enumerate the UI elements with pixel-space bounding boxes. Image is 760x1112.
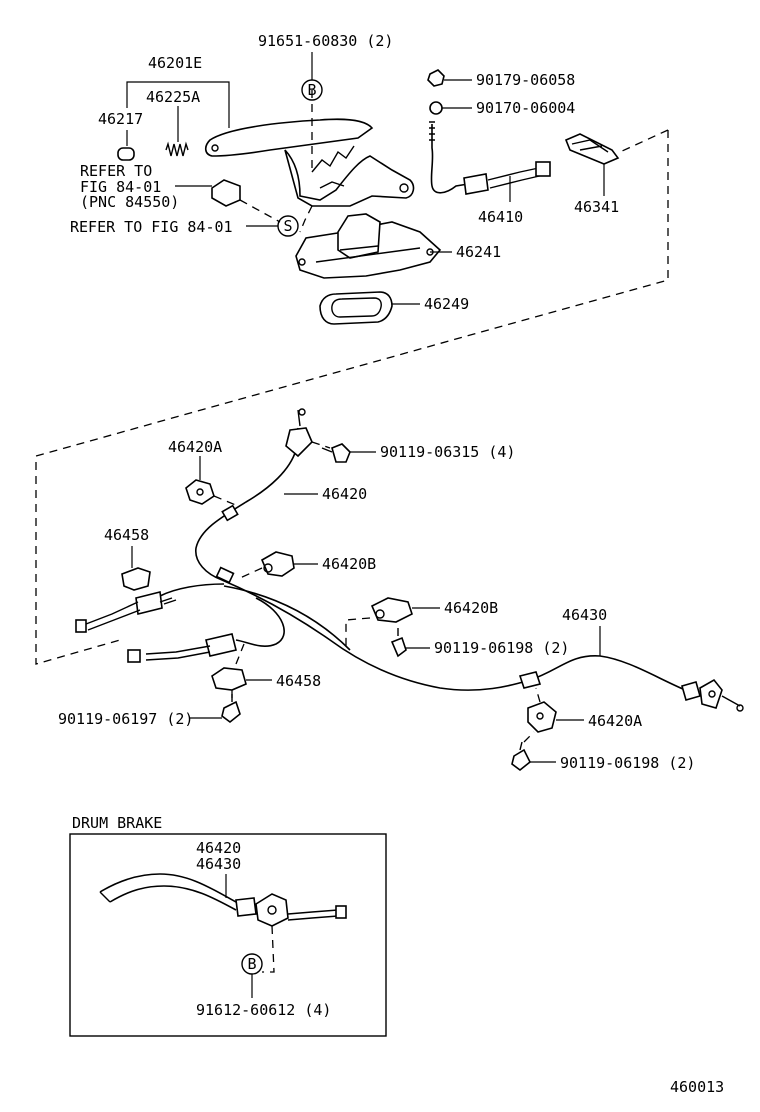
lever-ratchet-body xyxy=(284,149,415,207)
label-refer-to-line1: REFER TO xyxy=(80,162,152,180)
release-button-46217 xyxy=(117,147,135,161)
marker-b-drum: B xyxy=(241,953,263,975)
label-46341: 46341 xyxy=(574,198,619,216)
label-refer-to-fig: REFER TO FIG 84-01 xyxy=(70,218,233,236)
svg-text:B: B xyxy=(247,955,256,973)
bolt-90119-06315 xyxy=(311,441,376,463)
label-46201e: 46201E xyxy=(148,54,202,72)
cable-46410 xyxy=(429,121,551,202)
cable-46430 xyxy=(223,585,744,712)
drum-brake-inset xyxy=(69,833,387,1037)
label-91651-60830: 91651-60830 (2) xyxy=(258,32,393,50)
marker-s-refer: S xyxy=(246,215,299,237)
label-46458-top: 46458 xyxy=(104,526,149,544)
label-46420a-bottom: 46420A xyxy=(588,712,642,730)
cable-front-lower xyxy=(127,597,285,663)
label-46241: 46241 xyxy=(456,243,501,261)
lever-assembly xyxy=(117,81,415,207)
clip-46420b-right xyxy=(345,597,440,646)
label-46458-bottom: 46458 xyxy=(276,672,321,690)
label-drum-46430: 46430 xyxy=(196,855,241,873)
label-90119-06197: 90119-06197 (2) xyxy=(58,710,193,728)
plate-46341 xyxy=(564,133,620,196)
boot-46249 xyxy=(319,291,420,325)
label-refer-to-line2: FIG 84-01 xyxy=(80,178,161,196)
clip-46420b-left xyxy=(239,551,318,579)
label-drum-46420: 46420 xyxy=(196,839,241,857)
svg-text:S: S xyxy=(283,217,292,235)
nut-90179 xyxy=(427,69,472,87)
label-46225a: 46225A xyxy=(146,88,200,106)
label-46249: 46249 xyxy=(424,295,469,313)
clip-46458-top xyxy=(121,546,151,591)
spring-46225a xyxy=(165,141,189,157)
clip-46420a-top xyxy=(185,456,239,507)
marker-b-top: B xyxy=(301,52,323,101)
label-90119-06315: 90119-06315 (4) xyxy=(380,443,515,461)
label-46420b-left: 46420B xyxy=(322,555,376,573)
part-labels: 91651-60830 (2) 46201E 46225A 46217 REFE… xyxy=(58,32,724,1096)
label-46410: 46410 xyxy=(478,208,523,226)
svg-text:B: B xyxy=(307,81,316,99)
bolt-90119-06197 xyxy=(190,694,241,724)
lever-handle xyxy=(204,118,374,157)
label-drum-91612-60612: 91612-60612 (4) xyxy=(196,1001,331,1019)
cable-front-upper xyxy=(75,583,225,633)
label-90179-06058: 90179-06058 xyxy=(476,71,575,89)
bolt-90119-06198-lower xyxy=(511,731,556,772)
label-46430: 46430 xyxy=(562,606,607,624)
label-refer-to-line3: (PNC 84550) xyxy=(80,193,179,211)
nut-90170 xyxy=(429,101,472,115)
label-90170-06004: 90170-06004 xyxy=(476,99,575,117)
label-46420b-right: 46420B xyxy=(444,599,498,617)
dashed-frame xyxy=(35,130,669,665)
label-90119-06198-b: 90119-06198 (2) xyxy=(560,754,695,772)
console-base-46241 xyxy=(295,213,452,279)
label-46420: 46420 xyxy=(322,485,367,503)
label-90119-06198-a: 90119-06198 (2) xyxy=(434,639,569,657)
cable-46420 xyxy=(195,408,531,691)
label-46420a-top: 46420A xyxy=(168,438,222,456)
diagram-id: 460013 xyxy=(670,1078,724,1096)
label-drum-brake: DRUM BRAKE xyxy=(72,814,162,832)
bracket-part xyxy=(211,179,241,207)
bolt-90119-06198-upper xyxy=(390,628,430,658)
clip-46420a-bottom xyxy=(527,687,584,733)
label-46217: 46217 xyxy=(98,110,143,128)
